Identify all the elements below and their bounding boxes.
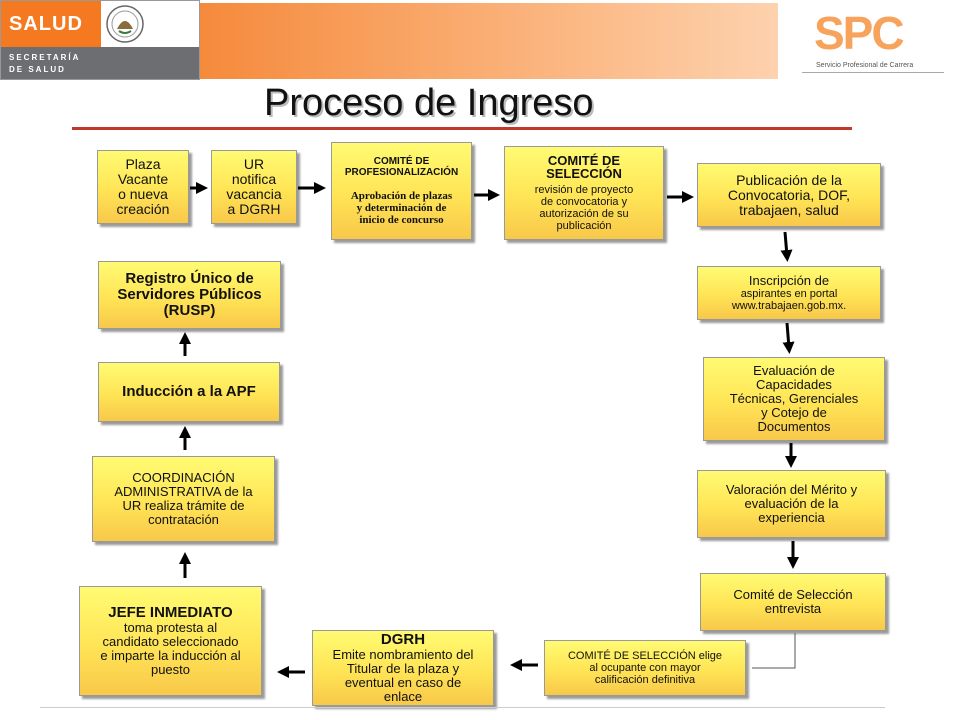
coordinacion-text: COORDINACIÓN ADMINISTRATIVA de la UR rea… (114, 470, 253, 527)
evaluacion-text: Evaluación de Capacidades Técnicas, Gere… (729, 363, 859, 434)
spc-logo: SPC Servicio Profesional de Carrera (802, 6, 944, 76)
connector-entrevista-to-elige (752, 633, 796, 669)
salud-brand-text: SALUD (9, 13, 83, 35)
box-valoracion: Valoración del Mérito y evaluación de la… (697, 470, 886, 538)
sel-body: revisión de proyecto de convocatoria y a… (534, 184, 634, 232)
box-induccion: Inducción a la APF (98, 362, 280, 422)
induccion-text: Inducción a la APF (122, 383, 256, 400)
plaza-text: Plaza Vacante o nueva creación (116, 156, 170, 217)
box-rusp: Registro Único de Servidores Públicos (R… (98, 261, 281, 329)
prof-body: Aprobación de plazas y determinación de … (350, 190, 453, 226)
box-jefe-inmediato: JEFE INMEDIATO toma protesta al candidat… (79, 586, 262, 696)
spc-logo-word: SPC (814, 7, 905, 59)
ur-text: UR notifica vacancia a DGRH (226, 156, 282, 217)
rusp-text: Registro Único de Servidores Públicos (R… (117, 270, 262, 319)
footer-divider (40, 707, 885, 708)
salud-dept-block: SECRETARÍA DE SALUD (1, 47, 199, 79)
box-comite-elige: COMITÉ DE SELECCIÓN elige al ocupante co… (544, 640, 746, 696)
title-divider (72, 127, 852, 130)
entrevista-text: Comité de Selección entrevista (733, 587, 853, 616)
box-evaluacion: Evaluación de Capacidades Técnicas, Gere… (703, 357, 885, 441)
dept-line1: SECRETARÍA (9, 53, 81, 62)
dgrh-head: DGRH (380, 631, 426, 648)
box-comite-seleccion-convocatoria: COMITÉ DE SELECCIÓN revisión de proyecto… (504, 146, 664, 240)
jefe-body: toma protesta al candidato seleccionado … (100, 620, 241, 677)
insc-head: Inscripción de (748, 273, 830, 288)
box-plaza-vacante: Plaza Vacante o nueva creación (97, 150, 189, 224)
box-dgrh: DGRH Emite nombramiento del Titular de l… (312, 630, 494, 706)
box-publicacion: Publicación de la Convocatoria, DOF, tra… (697, 163, 881, 227)
box-ur-notifica: UR notifica vacancia a DGRH (211, 150, 297, 224)
sel-head: COMITÉ DE SELECCIÓN (546, 153, 622, 181)
salud-brand-block: SALUD (1, 1, 101, 47)
spc-logo-underline (802, 72, 944, 73)
box-comite-profesionalizacion: COMITÉ DE PROFESIONALIZACIÓN Aprobación … (331, 142, 472, 240)
page-title: Proceso de Ingreso (264, 82, 594, 124)
salud-logo: SALUD SECRETARÍA DE SALUD (0, 0, 200, 80)
insc-body: aspirantes en portal www.trabajaen.gob.m… (731, 288, 847, 312)
dept-line2: DE SALUD (9, 65, 66, 74)
elige-text: COMITÉ DE SELECCIÓN elige al ocupante co… (567, 650, 723, 686)
jefe-head: JEFE INMEDIATO (108, 604, 233, 621)
arrow-inscripcion-to-evaluacion (782, 322, 795, 354)
box-inscripcion: Inscripción de aspirantes en portal www.… (697, 266, 881, 320)
prof-head: COMITÉ DE PROFESIONALIZACIÓN (344, 156, 459, 178)
publicacion-text: Publicación de la Convocatoria, DOF, tra… (727, 171, 851, 218)
mexico-seal-icon (101, 1, 199, 47)
box-coordinacion: COORDINACIÓN ADMINISTRATIVA de la UR rea… (92, 456, 275, 542)
box-entrevista: Comité de Selección entrevista (700, 573, 886, 631)
header-gradient-bar (200, 3, 778, 79)
spc-logo-tagline: Servicio Profesional de Carrera (816, 62, 914, 69)
valoracion-text: Valoración del Mérito y evaluación de la… (725, 482, 858, 525)
arrow-publicacion-to-inscripcion (780, 231, 793, 262)
dgrh-body: Emite nombramiento del Titular de la pla… (332, 647, 474, 704)
